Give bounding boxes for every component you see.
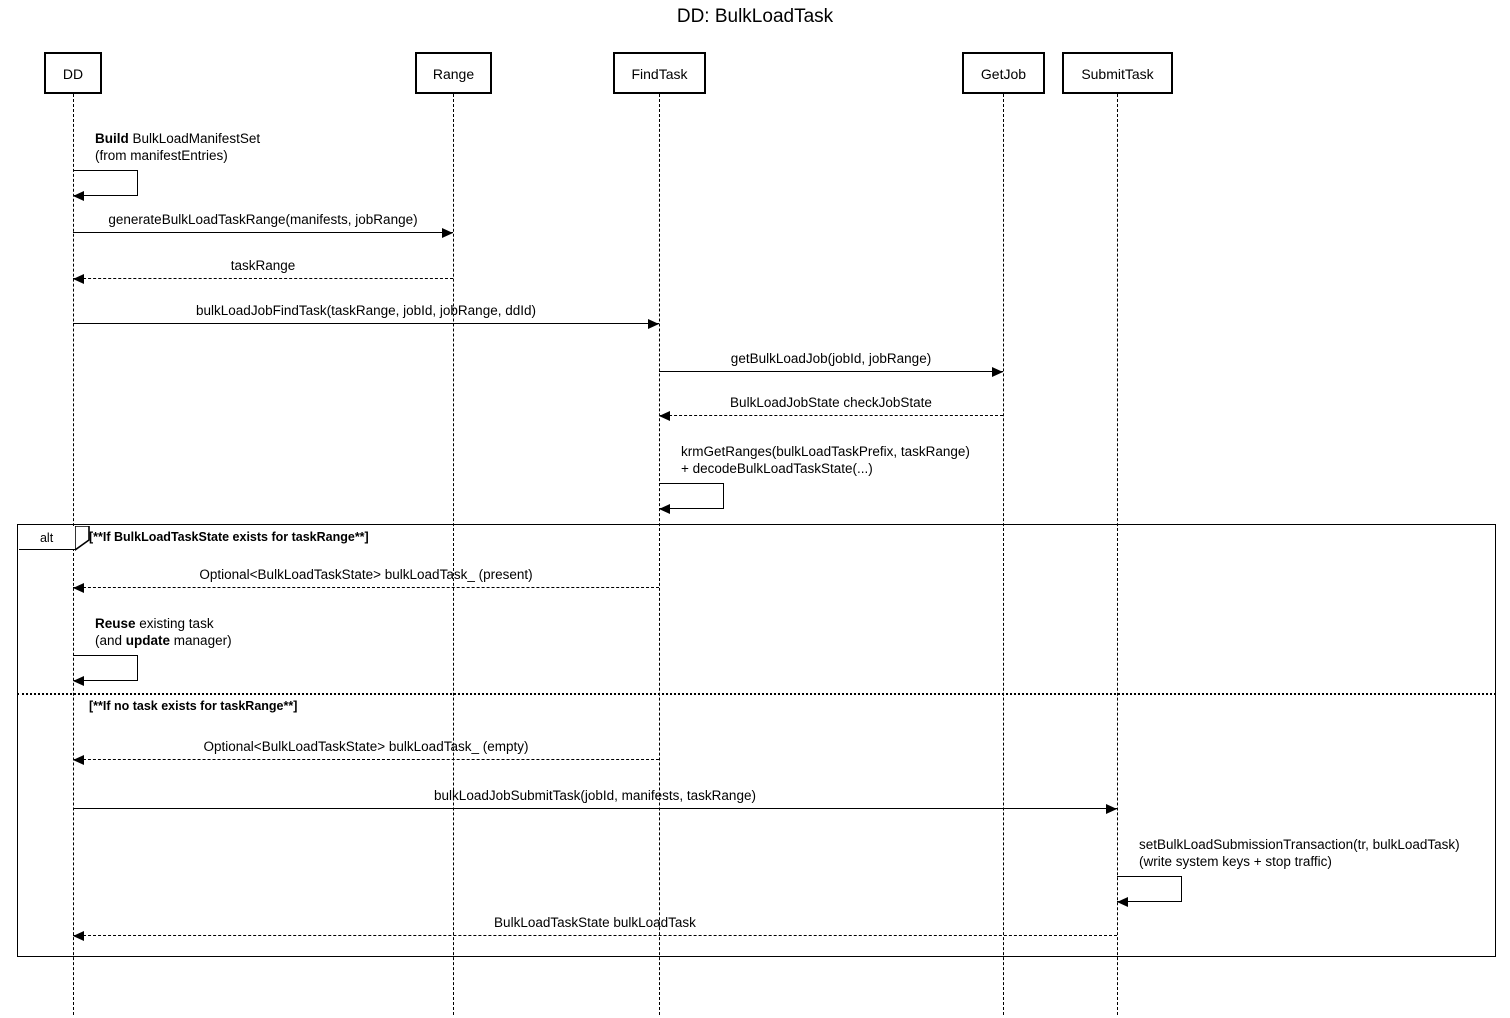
alt-message-line <box>73 587 659 588</box>
self-message-loop <box>73 170 138 196</box>
alt-branch-condition: [**If BulkLoadTaskState exists for taskR… <box>89 530 369 544</box>
lifeline-range <box>453 94 454 1015</box>
message-label: getBulkLoadJob(jobId, jobRange) <box>730 351 932 366</box>
note-line: Reuse existing task <box>95 616 214 631</box>
page-title: DD: BulkLoadTask <box>676 6 834 27</box>
alt-branch-divider <box>17 693 1496 695</box>
alt-frame-box <box>17 524 1496 957</box>
alt-branch-condition: [**If no task exists for taskRange**] <box>89 699 298 713</box>
arrowhead-icon <box>659 411 670 421</box>
message-line <box>73 278 453 279</box>
arrowhead-icon <box>73 755 84 765</box>
note-line: (write system keys + stop traffic) <box>1139 854 1332 869</box>
lifeline-getjob <box>1003 94 1004 1015</box>
alt-message-label: Optional<BulkLoadTaskState> bulkLoadTask… <box>199 567 533 582</box>
participant-box-getjob[interactable]: GetJob <box>962 52 1045 94</box>
arrowhead-icon <box>73 676 84 686</box>
message-label: generateBulkLoadTaskRange(manifests, job… <box>108 212 418 227</box>
arrowhead-icon <box>659 504 670 514</box>
alt-message-line <box>73 935 1117 936</box>
message-label: BulkLoadJobState checkJobState <box>730 395 932 410</box>
self-message-note: Build BulkLoadManifestSet (from manifestE… <box>95 130 260 164</box>
message-line <box>659 371 1003 372</box>
arrowhead-icon <box>73 931 84 941</box>
participant-label: GetJob <box>980 66 1027 82</box>
participant-label: Range <box>432 66 475 82</box>
arrowhead-icon <box>73 583 84 593</box>
alt-message-label: bulkLoadJobSubmitTask(jobId, manifests, … <box>434 788 756 803</box>
self-message-note: krmGetRanges(bulkLoadTaskPrefix, taskRan… <box>681 443 970 477</box>
alt-self-message-loop <box>1117 876 1182 902</box>
arrowhead-icon <box>442 228 453 238</box>
alt-message-line <box>73 759 659 760</box>
arrowhead-icon <box>73 191 84 201</box>
lifeline-dd <box>73 94 74 1015</box>
participant-label: SubmitTask <box>1081 66 1154 82</box>
note-line: + decodeBulkLoadTaskState(...) <box>681 461 873 476</box>
alt-message-line <box>73 808 1117 809</box>
participant-box-findtask[interactable]: FindTask <box>613 52 706 94</box>
participant-box-range[interactable]: Range <box>415 52 492 94</box>
participant-box-submittask[interactable]: SubmitTask <box>1062 52 1173 94</box>
lifeline-submittask <box>1117 94 1118 1015</box>
alt-self-message-note: setBulkLoadSubmissionTransaction(tr, bul… <box>1139 836 1460 870</box>
arrowhead-icon <box>992 367 1003 377</box>
note-line: setBulkLoadSubmissionTransaction(tr, bul… <box>1139 837 1460 852</box>
alt-self-message-loop <box>73 655 138 681</box>
alt-frame-tab <box>18 525 75 550</box>
alt-frame-operator-label: alt <box>39 530 54 545</box>
participant-label: DD <box>62 66 84 82</box>
arrowhead-icon <box>1117 897 1128 907</box>
alt-self-message-note: Reuse existing task (and update manager) <box>95 615 232 649</box>
message-line <box>73 323 659 324</box>
message-line <box>73 232 453 233</box>
message-label: bulkLoadJobFindTask(taskRange, jobId, jo… <box>196 303 536 318</box>
alt-message-label: Optional<BulkLoadTaskState> bulkLoadTask… <box>203 739 529 754</box>
arrowhead-icon <box>73 274 84 284</box>
participant-box-dd[interactable]: DD <box>44 52 102 94</box>
note-line: krmGetRanges(bulkLoadTaskPrefix, taskRan… <box>681 444 970 459</box>
alt-message-label: BulkLoadTaskState bulkLoadTask <box>494 915 696 930</box>
note-line: (from manifestEntries) <box>95 148 228 163</box>
message-label: taskRange <box>230 258 296 273</box>
message-line <box>659 415 1003 416</box>
self-message-loop <box>659 483 724 509</box>
arrowhead-icon <box>1106 804 1117 814</box>
note-line: Build BulkLoadManifestSet <box>95 131 261 146</box>
participant-label: FindTask <box>631 66 688 82</box>
lifeline-findtask <box>659 94 660 1015</box>
arrowhead-icon <box>648 319 659 329</box>
note-line: (and update manager) <box>95 633 232 648</box>
alt-frame-tab-notch <box>74 525 90 551</box>
